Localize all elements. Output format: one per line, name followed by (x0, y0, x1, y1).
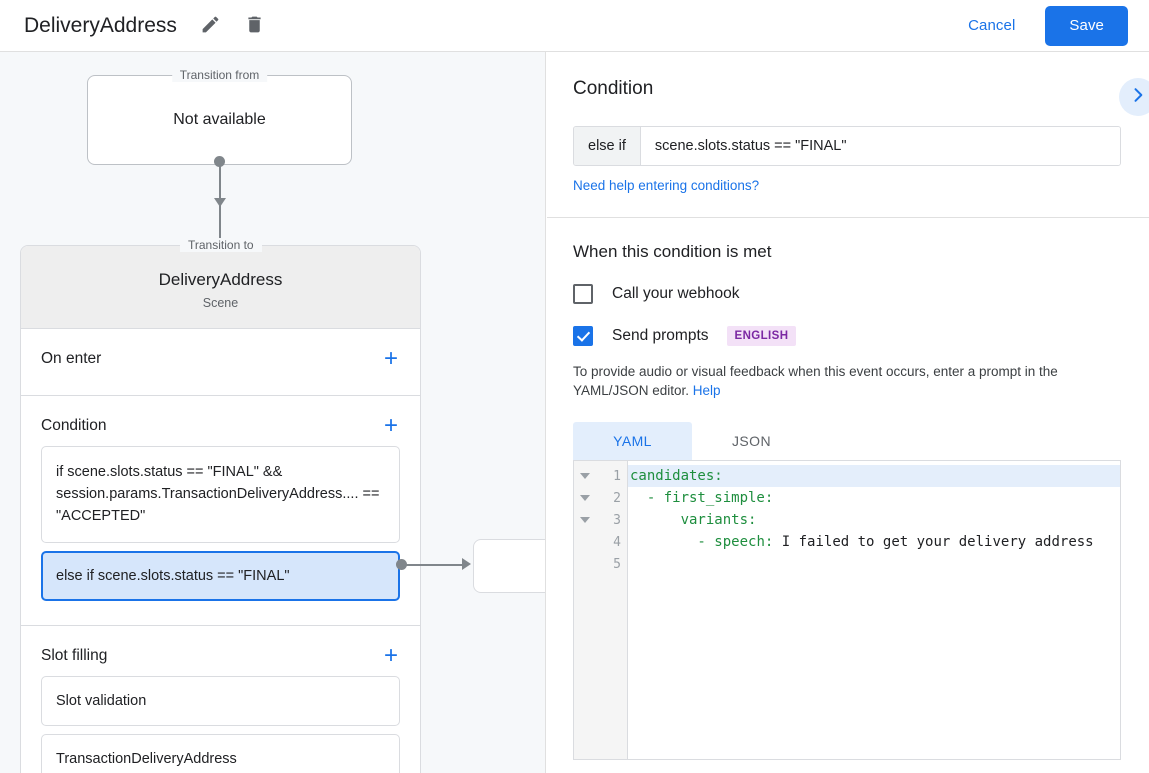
code-line[interactable]: - speech: I failed to get your delivery … (628, 531, 1120, 553)
tab-json[interactable]: JSON (732, 433, 771, 449)
tab-yaml[interactable]: YAML (573, 422, 692, 460)
gutter-row: 3 (574, 509, 627, 531)
call-webhook-label: Call your webhook (612, 285, 740, 302)
line-number: 2 (613, 490, 621, 506)
outgoing-connector-dot (396, 559, 407, 570)
condition-prefix-label: else if (574, 127, 641, 165)
page-title: DeliveryAddress (24, 13, 177, 37)
editor-gutter: 1 2 3 4 5 (574, 461, 628, 759)
body-area: Transition from Not available DeliveryAd… (0, 52, 1149, 773)
code-key: speech: (714, 534, 774, 550)
section-title-on-enter: On enter (41, 350, 102, 367)
code-value: I failed to get your delivery address (773, 534, 1094, 550)
gutter-row: 2 (574, 487, 627, 509)
send-prompts-label: Send prompts (612, 327, 709, 344)
section-slot-filling: Slot filling + Slot validation Transacti… (21, 626, 420, 773)
gutter-row: 1 (574, 465, 627, 487)
cancel-button[interactable]: Cancel (954, 9, 1029, 42)
section-header-on-enter: On enter + (21, 329, 420, 379)
connector-arrow-down (214, 198, 226, 207)
condition-panel-title: Condition (573, 78, 654, 99)
gutter-row: 4 (574, 531, 627, 553)
line-number: 5 (613, 556, 621, 572)
expand-panel-button[interactable] (1119, 78, 1149, 116)
section-on-enter: On enter + (21, 329, 420, 396)
fold-caret-icon[interactable] (580, 473, 590, 479)
scene-type: Scene (202, 296, 239, 310)
condition-help-link[interactable]: Need help entering conditions? (573, 178, 760, 193)
when-condition-met-panel: When this condition is met Call your web… (547, 218, 1149, 773)
code-editor[interactable]: 1 2 3 4 5 candidates: - first_simple: va… (573, 460, 1121, 760)
send-prompts-row[interactable]: Send prompts ENGLISH (573, 326, 1121, 346)
line-number: 4 (613, 534, 621, 550)
line-number: 1 (613, 468, 621, 484)
code-line[interactable]: variants: (628, 509, 1120, 531)
add-on-enter-button[interactable]: + (380, 347, 402, 371)
prompts-helper-text-body: To provide audio or visual feedback when… (573, 364, 1058, 398)
code-line[interactable]: candidates: (628, 465, 1120, 487)
condition-item-if[interactable]: if scene.slots.status == "FINAL" && sess… (41, 446, 400, 543)
condition-item-else-if[interactable]: else if scene.slots.status == "FINAL" (41, 551, 400, 601)
delete-button[interactable] (243, 14, 267, 38)
code-indent: - (630, 490, 664, 506)
condition-panel: Condition else if Need help entering con… (547, 52, 1149, 218)
code-line[interactable]: - first_simple: (628, 487, 1120, 509)
editor-code-area[interactable]: candidates: - first_simple: variants: - … (628, 461, 1120, 759)
edit-name-button[interactable] (199, 14, 223, 38)
transition-from-value: Not available (173, 111, 266, 128)
language-badge: ENGLISH (726, 326, 797, 346)
code-key: variants: (680, 512, 757, 528)
add-slot-filling-button[interactable]: + (380, 644, 402, 668)
outgoing-target-node[interactable] (473, 539, 545, 593)
send-prompts-checkbox[interactable] (573, 326, 593, 346)
transition-from-card[interactable]: Transition from Not available (87, 68, 352, 165)
transition-to-legend: Transition to (180, 238, 262, 252)
when-condition-met-title: When this condition is met (573, 242, 772, 261)
fold-caret-icon[interactable] (580, 495, 590, 501)
code-key: candidates: (630, 468, 723, 484)
section-header-slot-filling: Slot filling + (21, 626, 420, 676)
pencil-icon (200, 14, 221, 38)
trash-icon (244, 14, 265, 38)
scene-name: DeliveryAddress (158, 270, 283, 289)
connector-dot (214, 156, 225, 167)
condition-expression-input[interactable] (640, 127, 1120, 165)
app-header: DeliveryAddress Cancel Save (0, 0, 1149, 52)
code-line[interactable] (628, 553, 1120, 575)
save-button[interactable]: Save (1045, 5, 1128, 46)
gutter-row: 5 (574, 553, 627, 575)
add-condition-button[interactable]: + (380, 414, 402, 438)
line-number: 3 (613, 512, 621, 528)
chevron-right-icon (1128, 85, 1148, 110)
slot-item-transaction-delivery-address[interactable]: TransactionDeliveryAddress (41, 734, 400, 773)
prompts-help-link[interactable]: Help (692, 383, 721, 398)
code-indent: - (630, 534, 715, 550)
code-key: first_simple: (663, 490, 774, 506)
code-indent (630, 512, 681, 528)
condition-input-row[interactable]: else if (573, 126, 1121, 166)
section-condition: Condition + if scene.slots.status == "FI… (21, 396, 420, 626)
scene-header: DeliveryAddress Scene (21, 246, 420, 329)
slot-item-slot-validation[interactable]: Slot validation (41, 676, 400, 726)
transition-from-legend: Transition from (171, 68, 268, 82)
transition-to-card[interactable]: DeliveryAddress Scene On enter + Conditi… (20, 245, 421, 773)
outgoing-connector-arrow (462, 558, 471, 570)
fold-caret-icon[interactable] (580, 517, 590, 523)
call-webhook-checkbox[interactable] (573, 284, 593, 304)
details-pane[interactable]: Condition else if Need help entering con… (547, 52, 1149, 773)
webhook-checkbox-row[interactable]: Call your webhook (573, 284, 1121, 304)
section-title-slot-filling: Slot filling (41, 647, 108, 664)
section-title-condition: Condition (41, 417, 107, 434)
editor-format-tabs[interactable]: YAML JSON (573, 422, 1121, 460)
flow-graph-pane[interactable]: Transition from Not available DeliveryAd… (0, 52, 546, 773)
outgoing-connector-line (402, 564, 464, 566)
prompts-helper-text: To provide audio or visual feedback when… (573, 362, 1121, 400)
section-header-condition: Condition + (21, 396, 420, 446)
